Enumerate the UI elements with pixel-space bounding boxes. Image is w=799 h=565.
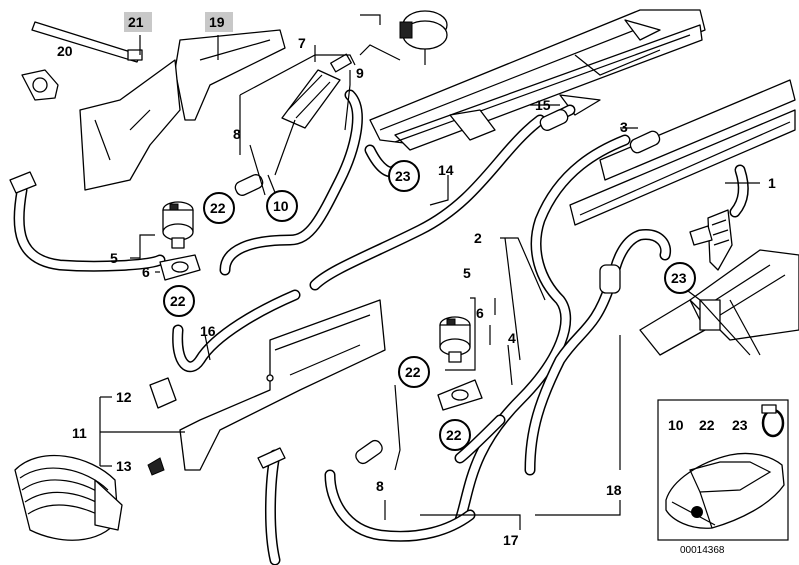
callout-21: 21 <box>128 14 144 30</box>
intake-box <box>639 249 799 356</box>
connector-left <box>9 171 37 194</box>
connector-bottom <box>257 447 286 469</box>
callout-6-left: 6 <box>142 264 150 280</box>
inset-label-22: 22 <box>699 417 715 433</box>
hose-clamp-icon <box>761 404 785 438</box>
callout-7: 7 <box>298 35 306 51</box>
intake-boot <box>14 454 123 541</box>
cable-tie-21 <box>31 21 143 63</box>
callout-23-b: 23 <box>671 270 687 286</box>
callout-8-top: 8 <box>233 126 241 142</box>
inset-label-23: 23 <box>732 417 748 433</box>
callout-11: 11 <box>72 425 87 441</box>
grommet-13 <box>147 457 165 476</box>
diagram-id: 00014368 <box>680 545 725 556</box>
callout-14: 14 <box>438 162 454 178</box>
pressure-regulator-left <box>162 201 194 249</box>
callout-10: 10 <box>273 198 289 214</box>
callout-15: 15 <box>535 97 551 113</box>
car-silhouette-icon <box>665 452 785 529</box>
callout-22-d: 22 <box>446 427 462 443</box>
regulator-mount-left <box>159 254 201 281</box>
callout-20: 20 <box>57 43 73 59</box>
label-box-19 <box>205 12 233 32</box>
bracket-21 <box>79 59 181 191</box>
regulator-mount-right <box>437 379 483 411</box>
fuel-filter <box>281 53 352 129</box>
callout-22-c: 22 <box>405 364 421 380</box>
fuel-hoses <box>13 89 672 565</box>
callout-18: 18 <box>606 482 622 498</box>
callout-12: 12 <box>116 389 132 405</box>
pressure-regulator-top <box>399 10 448 65</box>
callout-22-b: 22 <box>170 293 186 309</box>
callout-19: 19 <box>209 14 225 30</box>
callout-23-a: 23 <box>395 168 411 184</box>
callout-13: 13 <box>116 458 132 474</box>
callout-17: 17 <box>503 532 519 548</box>
bubble-23-b <box>664 262 696 294</box>
bubble-10 <box>266 190 298 222</box>
callout-4: 4 <box>508 330 516 346</box>
fuel-injector <box>689 209 733 271</box>
callout-labels: 21 19 20 7 9 8 15 3 14 1 2 5 6 5 6 16 4 … <box>57 12 776 548</box>
callout-16: 16 <box>200 323 216 339</box>
clip-12 <box>149 377 177 409</box>
callout-5-right: 5 <box>463 265 471 281</box>
bracket-19 <box>174 29 286 121</box>
callout-8-bottom: 8 <box>376 478 384 494</box>
callout-9: 9 <box>356 65 364 81</box>
inset-panel: 10 22 23 <box>657 399 789 541</box>
bubble-23-a <box>388 160 420 192</box>
bubble-22-b <box>163 285 195 317</box>
label-box-21 <box>124 12 152 32</box>
fuel-rail-assembly <box>369 9 796 226</box>
callout-2: 2 <box>474 230 482 246</box>
bubble-22-a <box>203 192 235 224</box>
callout-22-a: 22 <box>210 200 226 216</box>
circled-callouts: 22 10 23 22 23 22 22 <box>163 160 696 451</box>
callout-5-left: 5 <box>110 250 118 266</box>
leader-lines <box>99 14 760 530</box>
callout-6-right: 6 <box>476 305 484 321</box>
bubble-22-d <box>439 419 471 451</box>
bubble-22-c <box>398 356 430 388</box>
callout-3: 3 <box>620 119 628 135</box>
inset-label-10: 10 <box>668 417 684 433</box>
pressure-regulator-right <box>439 316 471 363</box>
hose-sleeves <box>234 109 661 465</box>
clamp-20 <box>21 69 59 101</box>
callout-1: 1 <box>768 175 776 191</box>
bracket-11 <box>179 299 386 471</box>
